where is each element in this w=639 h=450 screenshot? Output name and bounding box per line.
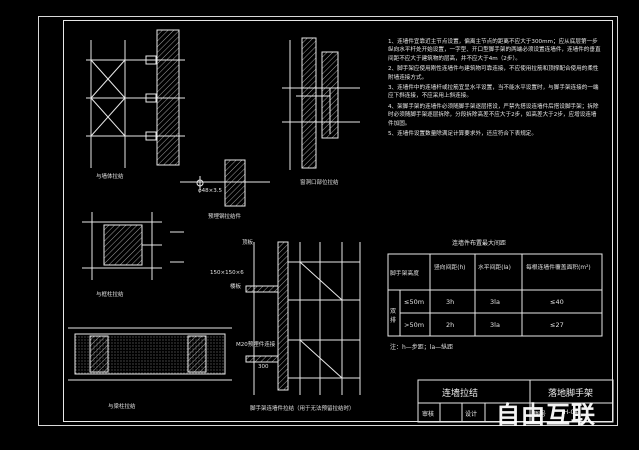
label-section-caption: 脚手架连墙件拉结（用于无法预留拉结时） (250, 406, 355, 412)
title-block-grid (417, 379, 614, 423)
table-row-1-vertical: 3h (446, 298, 455, 306)
table-note: 注：h—步距；la—纵距 (390, 344, 454, 351)
label-embed: M20预埋件连接 (236, 342, 276, 348)
label-beam-tie: 与梁柱拉结 (108, 404, 136, 410)
title-block-design: 设计 (465, 411, 478, 418)
table-row-2-area: ≤27 (550, 321, 564, 329)
note-2: 2、脚手架应使用刚性连墙件与建筑物可靠连接，不应使用拉筋和顶撑配合使用的柔性附墙… (388, 66, 599, 81)
table-header-area: 每根连墙件覆盖面积(m²) (526, 265, 591, 271)
note-4: 4、架脚手架的连墙件必须随脚手架逐层搭设，严禁先搭设连墙件后搭设脚手架；拆除时必… (388, 103, 599, 127)
table-row-2-horizontal: 3la (490, 321, 500, 329)
table-header-vertical: 竖向间距(h) (434, 265, 466, 271)
table-row-1-horizontal: 3la (490, 298, 500, 306)
table-row-1-area: ≤40 (550, 298, 564, 306)
label-wall-tie: 与墙体拉结 (96, 174, 124, 180)
table-header-height: 脚手架高度 (390, 271, 419, 277)
label-dim: 300 (258, 364, 269, 370)
detail-beam-tie (68, 327, 232, 381)
table-header-horizontal: 水平间距(la) (478, 265, 511, 271)
label-embedded-tie: 预埋钢拉结件 (208, 214, 242, 220)
table-title: 连墙件布置最大间距 (452, 240, 507, 247)
watermark: 自由互联 (496, 401, 596, 429)
drawing-outer-border (38, 16, 618, 426)
title-block-category: 落地脚手架 (548, 389, 594, 399)
detail-column-tie (82, 212, 184, 280)
note-3: 3、连墙件中的连墙杆或拉筋宜呈水平设置，当不能水平设置时，与脚手架连接的一端应下… (388, 85, 599, 100)
title-block-drawing-label: 图号 (534, 411, 547, 418)
label-slab-2: 楼板 (230, 284, 242, 290)
label-slab-1: 顶板 (242, 240, 254, 246)
title-block-name: 连墙拉结 (442, 389, 479, 399)
table-row-1-height: ≤50m (404, 298, 425, 306)
label-pipe: φ48×3.5 (198, 188, 222, 194)
note-5: 5、连墙件设置数量除满足计算要求外，还应符合下表规定。 (388, 131, 537, 138)
title-block-review: 审核 (422, 411, 435, 418)
title-block-drawing-no: JH-04 (562, 409, 579, 416)
note-1: 1、连墙件宜靠近主节点设置，偏离主节点的距离不应大于300mm；应从底层第一步纵… (388, 39, 601, 62)
label-size: 150×150×6 (210, 270, 244, 276)
table-row-2-vertical: 2h (446, 321, 455, 329)
label-column-tie: 与框柱拉结 (96, 292, 124, 298)
detail-section (245, 241, 361, 395)
label-window-tie: 窗洞口部位拉结 (300, 180, 339, 186)
detail-wall-tie (86, 29, 185, 168)
spacing-table-grid (387, 253, 603, 337)
general-notes: 1、连墙件宜靠近主节点设置，偏离主节点的距离不应大于300mm；应从底层第一步纵… (388, 38, 602, 140)
detail-window-tie (282, 37, 360, 170)
detail-embedded-tie (180, 159, 270, 207)
drawing-inner-border (63, 20, 613, 422)
table-row-2-height: >50m (404, 321, 425, 329)
table-group-label: 双排 (390, 308, 397, 324)
